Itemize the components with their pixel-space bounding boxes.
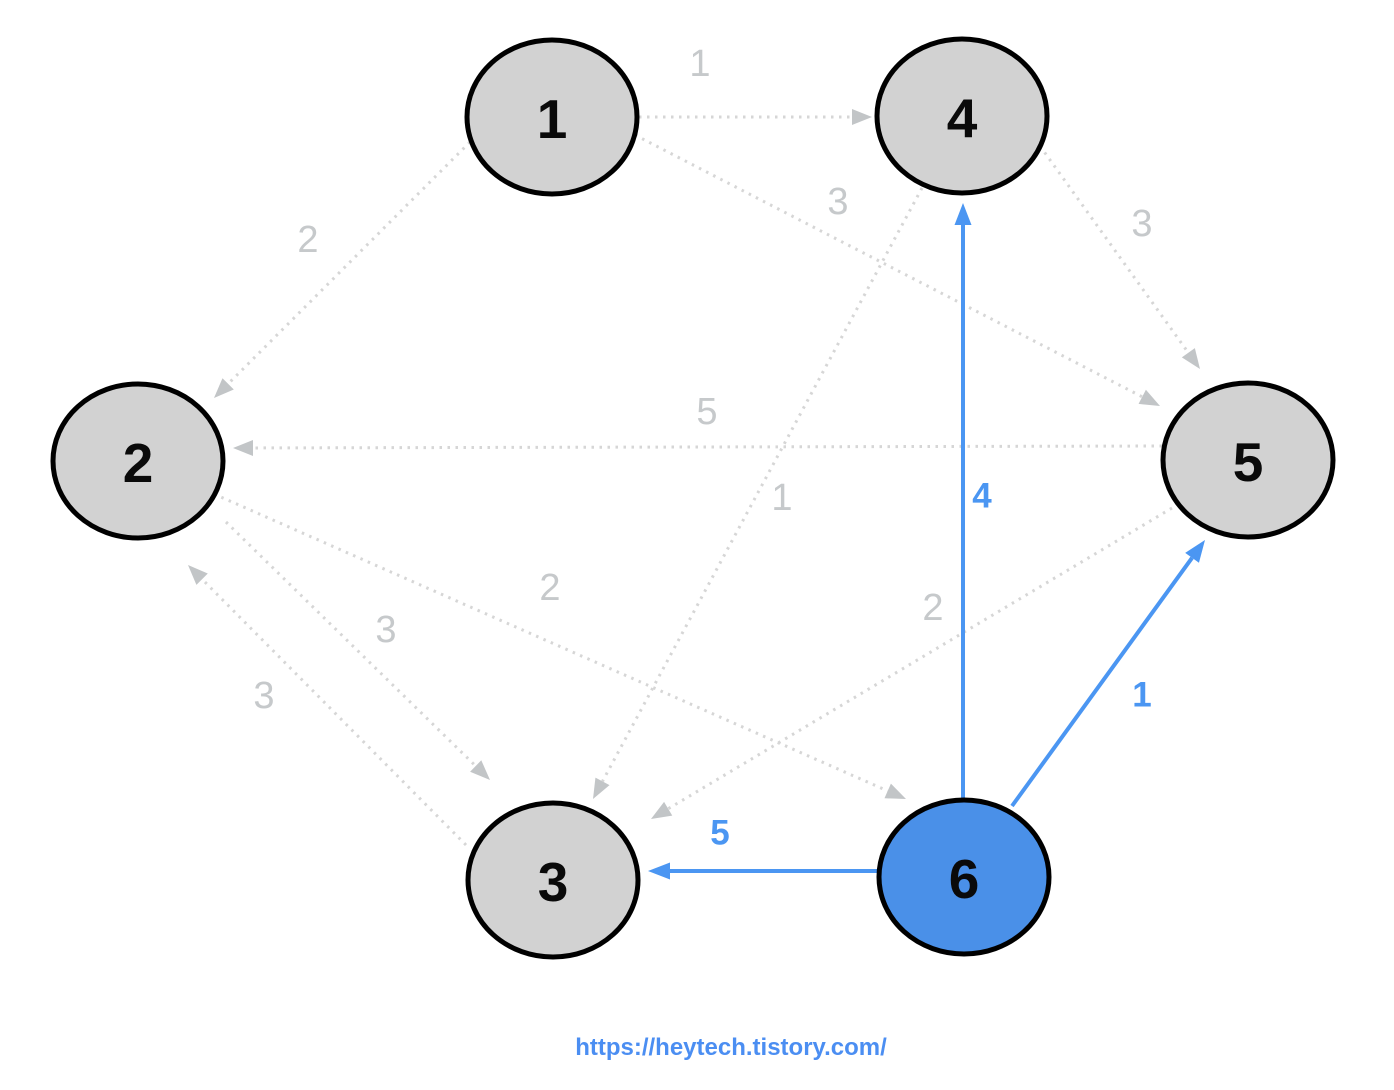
node-circle [876,797,1052,957]
node-4: 4 [874,36,1050,196]
edge-weight-label: 5 [696,391,717,433]
edge-6-5: 1 [1010,540,1205,808]
node-circle [465,800,641,960]
edge-line [213,492,889,793]
edge-line [601,187,924,783]
node-label: 3 [538,851,569,913]
edge-weight-label: 1 [689,43,710,85]
edge-line [1010,556,1194,808]
edge-1-4: 1 [639,43,872,125]
edge-1-5: 3 [634,133,1160,406]
edge-arrowhead [1181,348,1200,369]
edge-arrowhead [188,565,208,585]
edge-weight-label: 3 [1131,203,1152,245]
watermark-url: https://heytech.tistory.com/ [575,1034,887,1061]
edge-line [667,506,1173,811]
edge-weight-label: 2 [297,219,318,261]
edge-arrowhead [470,760,490,780]
edge-weight-label: 4 [972,477,992,516]
edge-arrowhead [233,439,254,456]
edge-arrowhead [884,783,906,799]
node-label: 1 [537,88,568,150]
edge-5-2: 5 [233,391,1163,456]
edge-5-3: 2 [651,506,1173,819]
node-circle [464,37,640,197]
edge-4-3: 1 [593,187,924,799]
edge-line [227,140,472,385]
node-label: 2 [123,432,154,494]
node-5: 5 [1160,380,1336,540]
node-circle [1160,380,1336,540]
edge-1-2: 2 [214,140,472,398]
edge-arrowhead [1138,389,1160,406]
edge-line [634,133,1143,399]
node-2: 2 [50,381,226,541]
node-3: 3 [465,800,641,960]
edge-6-3: 5 [648,814,877,880]
edge-weight-label: 1 [1132,676,1151,715]
edge-arrowhead [593,777,610,799]
edge-arrowhead [852,109,872,125]
node-label: 4 [947,87,978,149]
edge-weight-label: 3 [375,609,396,651]
edge-line [224,520,477,768]
edge-weight-label: 1 [771,477,792,519]
edge-3-2: 3 [188,565,468,847]
edge-line [201,578,468,847]
edge-weight-label: 3 [827,181,848,223]
edge-arrowhead [954,203,972,225]
node-1: 1 [464,37,640,197]
edge-weight-label: 3 [253,675,274,717]
node-label: 6 [949,848,980,910]
edge-arrowhead [214,378,234,398]
edge-arrowhead [648,862,670,880]
edge-line [252,444,1163,450]
edge-2-3: 3 [224,520,490,780]
edge-4-5: 3 [1038,145,1200,369]
edge-2-6: 2 [213,492,906,799]
edge-weight-label: 5 [710,814,729,853]
node-label: 5 [1233,431,1264,493]
node-circle [874,36,1050,196]
edge-arrowhead [651,801,673,819]
edge-weight-label: 2 [922,587,943,629]
edge-6-4: 4 [954,203,992,798]
node-circle [50,381,226,541]
edge-line [1038,145,1190,354]
edge-weight-label: 2 [539,567,560,609]
edge-arrowhead [1185,540,1205,563]
node-6: 6 [876,797,1052,957]
